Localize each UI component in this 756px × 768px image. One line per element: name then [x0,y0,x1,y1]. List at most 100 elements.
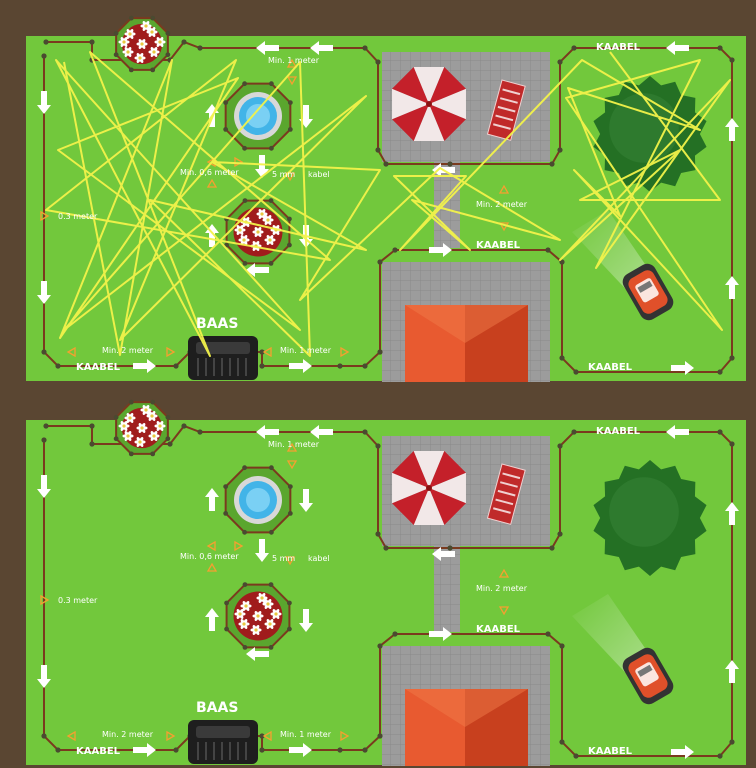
label-min-1-meter-bottom: Min. 1 meter [280,346,331,355]
direction-arrow-icon [133,359,156,373]
garden-panel-1 [26,15,746,382]
direction-arrow-icon [299,489,313,512]
marker-triangle-icon [166,730,176,742]
direction-arrow-icon [246,647,269,661]
marker-triangle-icon [40,594,50,606]
parasol [392,67,466,141]
charging-station [188,720,258,764]
direction-arrow-icon [671,361,694,375]
direction-arrow-icon [725,660,739,683]
label-kaabel-mid: KAABEL [476,624,521,635]
direction-arrow-icon [256,425,279,439]
label-min-03-meter: 0.3 meter [58,212,98,221]
marker-triangle-icon [262,346,272,358]
flower-bed-top [113,399,171,457]
marker-triangle-icon [498,222,510,232]
direction-arrow-icon [432,547,455,561]
direction-arrow-icon [205,488,219,511]
direction-arrow-icon [666,425,689,439]
direction-arrow-icon [725,502,739,525]
label-min-2-meter-patio: Min. 2 meter [476,584,527,593]
label-cable-word: kabel [308,554,330,563]
label-kaabel-top-right: KAABEL [596,426,641,437]
marker-triangle-icon [234,540,244,552]
marker-triangle-icon [498,568,510,578]
direction-arrow-icon [37,281,51,304]
label-min-06-meter: Min. 0,6 meter [180,168,239,177]
direction-arrow-icon [289,743,312,757]
direction-arrow-icon [666,41,689,55]
flower-bed-top [113,15,171,73]
sun-lounger [486,463,526,525]
marker-triangle-icon [284,172,296,182]
mowing-pattern [45,51,731,357]
label-baas: BAAS [196,316,239,332]
label-min-1-meter-bottom: Min. 1 meter [280,730,331,739]
fountain [223,81,293,151]
marker-triangle-icon [66,346,76,358]
flower-bed-round [224,582,292,650]
label-min-1-meter-top: Min. 1 meter [268,440,319,449]
direction-arrow-icon [671,745,694,759]
marker-triangle-icon [340,730,350,742]
label-kaabel-bottom-right: KAABEL [588,746,633,757]
direction-arrow-icon [37,91,51,114]
marker-triangle-icon [284,556,296,566]
label-cable-5mm: 5 mm [272,170,296,179]
label-min-2-meter-bottom: Min. 2 meter [102,346,153,355]
label-kaabel-bottom-left: KAABEL [76,746,121,757]
label-kaabel-mid: KAABEL [476,240,521,251]
marker-triangle-icon [206,540,216,552]
direction-arrow-icon [37,665,51,688]
label-kaabel-bottom-left: KAABEL [76,362,121,373]
direction-arrow-icon [429,243,452,257]
direction-arrow-icon [37,475,51,498]
marker-triangle-icon [206,562,218,572]
garden-panel-2 [26,399,746,766]
charging-station [188,336,258,380]
direction-arrow-icon [299,609,313,632]
label-min-1-meter-top: Min. 1 meter [268,56,319,65]
label-kaabel-bottom-right: KAABEL [588,362,633,373]
label-min-06-meter: Min. 0,6 meter [180,552,239,561]
marker-triangle-icon [286,58,298,68]
marker-triangle-icon [66,730,76,742]
label-min-2-meter-patio: Min. 2 meter [476,200,527,209]
direction-arrow-icon [310,425,333,439]
label-kaabel-top-right: KAABEL [596,42,641,53]
label-min-03-meter: 0.3 meter [58,596,98,605]
label-cable-word: kabel [308,170,330,179]
robot-mower [622,263,674,321]
label-cable-5mm: 5 mm [272,554,296,563]
marker-triangle-icon [498,184,510,194]
marker-triangle-icon [286,76,298,86]
direction-arrow-icon [310,41,333,55]
label-baas: BAAS [196,700,239,716]
sun-lounger [486,79,526,141]
direction-arrow-icon [429,627,452,641]
fountain [223,465,293,535]
tree [593,460,707,576]
direction-arrow-icon [289,359,312,373]
garden-path [434,546,460,632]
direction-arrow-icon [205,608,219,631]
marker-triangle-icon [262,730,272,742]
marker-triangle-icon [286,460,298,470]
direction-arrow-icon [256,41,279,55]
marker-triangle-icon [206,178,218,188]
direction-arrow-icon [133,743,156,757]
robot-mower [622,647,674,705]
parasol [392,451,466,525]
direction-arrow-icon [725,118,739,141]
marker-triangle-icon [286,442,298,452]
direction-arrow-icon [255,155,269,178]
marker-triangle-icon [40,210,50,222]
direction-arrow-icon [246,263,269,277]
direction-arrow-icon [725,276,739,299]
marker-triangle-icon [498,606,510,616]
direction-arrow-icon [255,539,269,562]
label-min-2-meter-bottom: Min. 2 meter [102,730,153,739]
marker-triangle-icon [166,346,176,358]
